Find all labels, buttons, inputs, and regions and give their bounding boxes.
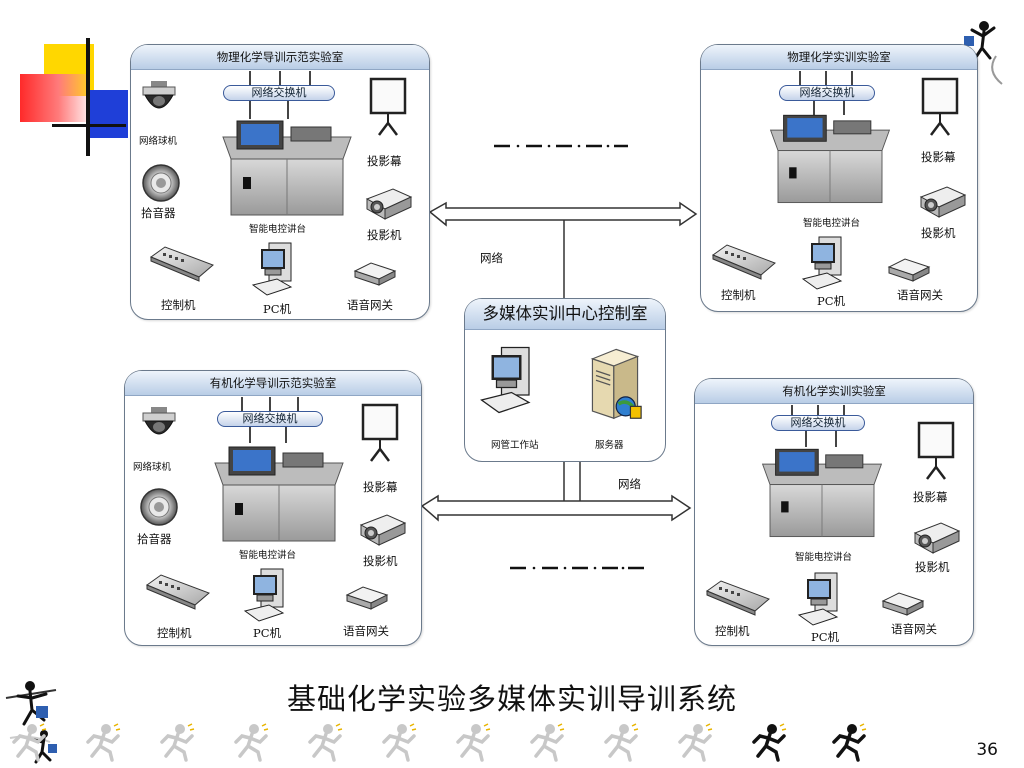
control-room-title: 多媒体实训中心控制室 [465,299,665,330]
decor-vertical-line [86,38,90,156]
runner-icon [528,722,568,762]
runner-icon [380,722,420,762]
gateway-label: 语音网关 [897,288,943,302]
lab-organic-chem-demo: 有机化学导训示范实验室 网络交换机 网络球机 拾音器 智能电控讲台 投影幕 投影… [124,370,422,646]
controller-label: 控制机 [161,298,196,312]
microphone-icon [139,487,179,527]
network-switch: 网络交换机 [771,415,865,431]
pc-label: PC机 [811,630,840,644]
podium-icon [209,443,349,543]
controller-icon [145,571,211,611]
lab-title: 物理化学实训实验室 [701,45,977,70]
pc-icon [251,241,307,297]
camera-icon [139,405,179,445]
podium-icon [217,117,357,217]
projector-icon [917,183,967,219]
camera-icon [139,79,179,119]
controller-icon [705,577,771,617]
network-label-top: 网络 [480,251,503,265]
pc-label: PC机 [253,626,282,640]
climber-icon [964,21,1003,85]
podium-label: 智能电控讲台 [239,550,297,561]
controller-icon [711,241,777,281]
lab-physical-chem-training: 物理化学实训实验室 网络交换机 智能电控讲台 投影幕 投影机 控制机 PC机 语… [700,44,978,312]
projector-label: 投影机 [921,226,956,240]
voice-gateway-icon [887,255,931,283]
podium-icon [765,111,895,205]
network-switch: 网络交换机 [779,85,875,101]
screen-label: 投影幕 [913,490,948,504]
screen-label: 投影幕 [367,154,402,168]
projector-icon [357,511,407,547]
lab-physical-chem-demo: 物理化学导训示范实验室 网络交换机 网络球机 拾音器 智能电控讲台 投影幕 投影… [130,44,430,320]
projector-label: 投影机 [367,228,402,242]
projection-screen-icon [369,77,409,137]
projector-label: 投影机 [363,554,398,568]
pc-icon [797,571,853,627]
camera-label: 网络球机 [139,136,178,147]
voice-gateway-icon [881,589,925,617]
control-room: 多媒体实训中心控制室 网管工作站 服务器 [464,298,666,462]
network-label-bottom: 网络 [618,477,641,491]
projection-screen-icon [361,403,401,463]
lab-title: 物理化学导训示范实验室 [131,45,429,70]
gateway-label: 语音网关 [347,298,393,312]
projector-icon [911,519,961,555]
runner-icon [158,722,198,762]
gateway-label: 语音网关 [891,622,937,636]
runner-icon [454,722,494,762]
microphone-label: 拾音器 [137,532,172,546]
page-number: 36 [976,740,998,760]
workstation-icon [479,345,549,415]
pc-label: PC机 [817,294,846,308]
voice-gateway-icon [345,583,389,611]
decor-red-block [20,74,90,122]
runner-icon [830,722,870,762]
controller-label: 控制机 [721,288,756,302]
lab-title: 有机化学导训示范实验室 [125,371,421,396]
page-title: 基础化学实验多媒体实训导训系统 [286,682,737,716]
pc-label: PC机 [263,302,292,316]
microphone-label: 拾音器 [141,206,176,220]
decor-blue-block [88,90,128,138]
network-switch: 网络交换机 [217,411,323,427]
pc-icon [243,567,299,623]
runner-icon [602,722,642,762]
podium-label: 智能电控讲台 [795,552,853,563]
climber-icon [5,681,57,764]
podium-icon [757,445,887,539]
pc-icon [801,235,857,291]
runner-icon [750,722,790,762]
runner-icon [676,722,716,762]
server-label: 服务器 [595,440,624,451]
screen-label: 投影幕 [921,150,956,164]
voice-gateway-icon [353,259,397,287]
lab-title: 有机化学实训实验室 [695,379,973,404]
gateway-label: 语音网关 [343,624,389,638]
screen-label: 投影幕 [363,480,398,494]
projection-screen-icon [921,77,961,137]
projector-label: 投影机 [915,560,950,574]
server-icon [590,348,642,420]
runner-icon [306,722,346,762]
camera-label: 网络球机 [133,462,172,473]
runner-icon [84,722,124,762]
controller-icon [149,243,215,283]
controller-label: 控制机 [157,626,192,640]
lab-organic-chem-training: 有机化学实训实验室 网络交换机 智能电控讲台 投影幕 投影机 控制机 PC机 语… [694,378,974,646]
microphone-icon [141,163,181,203]
podium-label: 智能电控讲台 [803,218,861,229]
decor-horizontal-line [52,124,126,127]
projector-icon [363,185,413,221]
runner-icon [10,722,50,762]
runner-icon [232,722,272,762]
network-switch: 网络交换机 [223,85,335,101]
podium-label: 智能电控讲台 [249,224,307,235]
workstation-label: 网管工作站 [491,440,539,451]
controller-label: 控制机 [715,624,750,638]
projection-screen-icon [917,421,957,481]
